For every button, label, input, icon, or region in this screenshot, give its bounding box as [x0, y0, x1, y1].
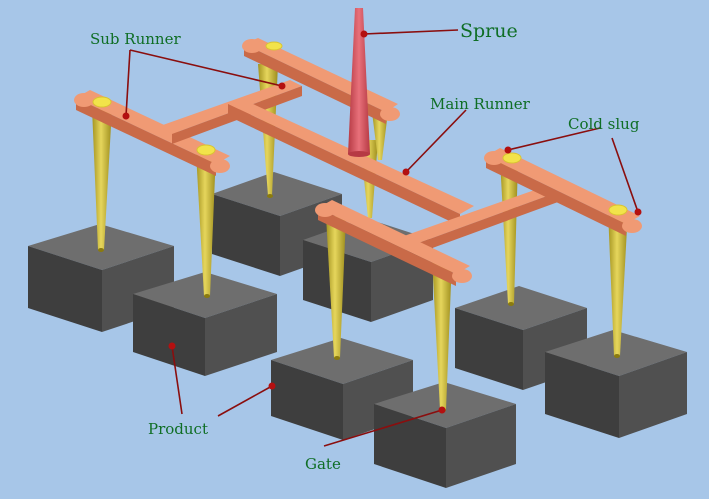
leader-dots: [122, 30, 642, 414]
sprue-label: Sprue: [460, 20, 518, 42]
product-label: Product: [148, 420, 208, 438]
sub-runner-label: Sub Runner: [90, 30, 181, 48]
main-runner-label: Main Runner: [430, 95, 530, 113]
sprue-cone: [348, 8, 370, 157]
gate-drops: [92, 64, 628, 412]
leader-lines: [125, 29, 639, 447]
cold-slug-wells: [92, 41, 628, 216]
cold-slug-label: Cold slug: [568, 115, 640, 133]
gate-label: Gate: [305, 455, 341, 473]
